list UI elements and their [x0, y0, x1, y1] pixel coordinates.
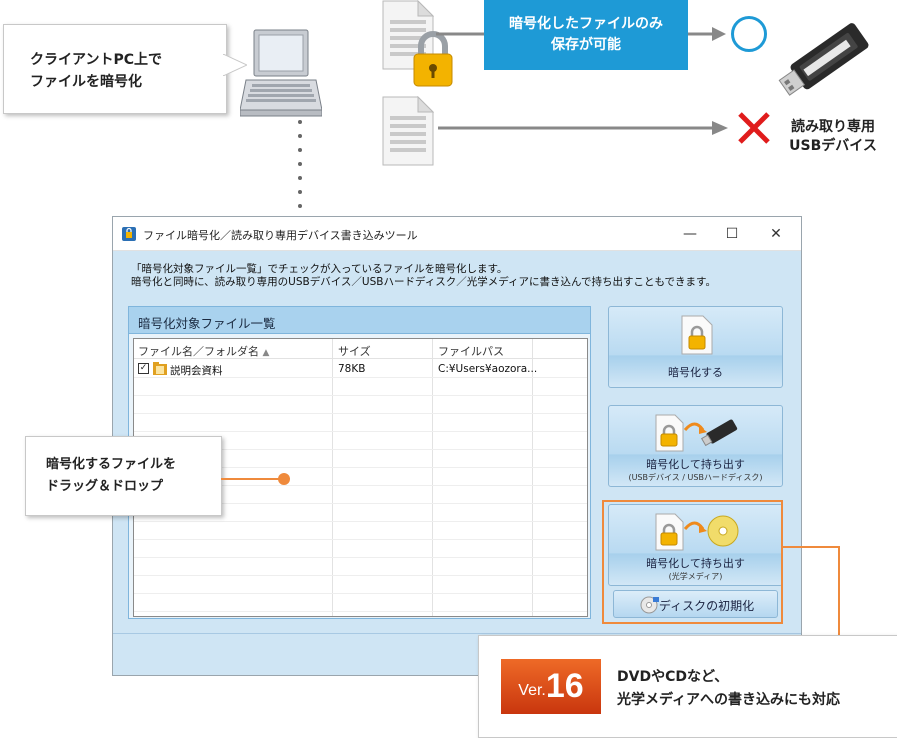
column-header-size[interactable]: サイズ: [338, 345, 371, 358]
version-callout: Ver.16 DVDやCDなど、 光学メディアへの書き込みにも対応: [478, 635, 897, 738]
encrypted-only-note: 暗号化したファイルのみ 保存が可能: [484, 0, 688, 70]
encrypt-button[interactable]: 暗号化する: [608, 306, 783, 388]
app-icon: [122, 227, 136, 241]
table-row-empty: [134, 576, 587, 594]
encrypt-optical-sublabel: (光学メディア): [668, 572, 723, 581]
encrypt-to-disc-icon: [655, 513, 739, 551]
table-row-empty: [134, 414, 587, 432]
denied-cross-icon: [738, 112, 770, 144]
table-header-row: ファイル名／フォルダ名 ▲ サイズ ファイルパス: [134, 339, 587, 359]
callout-tail: [223, 54, 247, 76]
table-row-empty: [134, 486, 587, 504]
version-text: DVDやCDなど、 光学メディアへの書き込みにも対応: [617, 666, 840, 712]
version-number: 16: [545, 667, 584, 705]
encrypt-usb-button[interactable]: 暗号化して持ち出す (USBデバイス / USBハードディスク): [608, 405, 783, 487]
encrypted-file-icon: [681, 315, 713, 355]
close-button[interactable]: ✕: [770, 226, 782, 242]
drag-drop-callout: 暗号化するファイルを ドラッグ＆ドロップ: [25, 436, 222, 516]
description: 「暗号化対象ファイル一覧」でチェックが入っているファイルを暗号化します。 暗号化…: [131, 263, 716, 289]
description-line1: 「暗号化対象ファイル一覧」でチェックが入っているファイルを暗号化します。: [131, 263, 508, 275]
file-size: 78KB: [338, 363, 366, 375]
laptop-icon: [240, 29, 322, 117]
drag-callout-line2: ドラッグ＆ドロップ: [46, 479, 164, 494]
encrypt-to-usb-icon: [655, 414, 738, 452]
table-row-empty: [134, 378, 587, 396]
version-prefix: Ver.: [518, 682, 546, 699]
file-name: 説明会資料: [170, 365, 223, 377]
plain-document-icon: [382, 96, 434, 166]
encrypt-optical-label: 暗号化して持ち出す: [646, 557, 745, 570]
encrypt-button-label: 暗号化する: [668, 366, 723, 379]
encrypt-usb-sublabel: (USBデバイス / USBハードディスク): [628, 473, 763, 482]
sort-asc-icon: ▲: [262, 348, 270, 358]
encrypt-optical-button[interactable]: 暗号化して持ち出す (光学メディア): [608, 504, 783, 586]
encrypted-only-line2: 保存が可能: [551, 37, 621, 53]
pc-callout: クライアントPC上で ファイルを暗号化: [3, 24, 227, 114]
init-disc-button[interactable]: ディスクの初期化: [613, 590, 778, 618]
table-row-empty: [134, 432, 587, 450]
table-row[interactable]: ✓ 説明会資料 78KB C:¥Users¥aozora...: [134, 360, 587, 378]
pc-callout-line2: ファイルを暗号化: [30, 74, 142, 90]
allowed-circle-icon: [731, 16, 767, 52]
table-row-empty: [134, 450, 587, 468]
table-row-empty: [134, 468, 587, 486]
arrow-to-blue-box: [436, 32, 484, 36]
description-line2: 暗号化と同時に、読み取り専用のUSBデバイス／USBハードディスク／光学メディア…: [131, 276, 717, 288]
drag-callout-line1: 暗号化するファイルを: [46, 457, 177, 472]
encrypted-only-line1: 暗号化したファイルのみ: [509, 16, 663, 32]
window-title: ファイル暗号化／読み取り専用デバイス書き込みツール: [143, 229, 418, 242]
usb-label-line2: USBデバイス: [789, 138, 877, 154]
title-bar[interactable]: ファイル暗号化／読み取り専用デバイス書き込みツール — ☐ ✕: [113, 217, 801, 251]
version-line2: 光学メディアへの書き込みにも対応: [617, 692, 841, 708]
table-row-empty: [134, 540, 587, 558]
maximize-button[interactable]: ☐: [725, 226, 739, 242]
disc-icon: [640, 596, 659, 614]
version-connector-line: [783, 546, 840, 637]
pc-callout-line1: クライアントPC上で: [30, 52, 162, 68]
init-disc-label: ディスクの初期化: [658, 599, 755, 613]
version-line1: DVDやCDなど、: [617, 669, 729, 685]
optical-highlight-frame: [602, 500, 783, 624]
folder-icon: [153, 362, 167, 375]
minimize-button[interactable]: —: [683, 226, 697, 242]
arrow-to-cross: [438, 121, 728, 135]
column-header-name[interactable]: ファイル名／フォルダ名 ▲: [138, 345, 270, 358]
table-row-empty: [134, 594, 587, 612]
version-badge: Ver.16: [501, 659, 601, 714]
usb-label: 読み取り専用 USBデバイス: [776, 118, 890, 156]
dotted-connector: [298, 120, 302, 208]
column-header-path[interactable]: ファイルパス: [438, 345, 504, 358]
file-list-title: 暗号化対象ファイル一覧: [129, 307, 590, 334]
usb-label-line1: 読み取り専用: [791, 119, 875, 135]
encrypt-usb-label: 暗号化して持ち出す: [646, 458, 745, 471]
file-checkbox[interactable]: ✓: [138, 363, 149, 374]
table-row-empty: [134, 558, 587, 576]
table-row-empty: [134, 504, 587, 522]
table-row-empty: [134, 522, 587, 540]
file-path: C:¥Users¥aozora...: [438, 363, 538, 375]
drag-connector-line: [221, 473, 290, 485]
table-row-empty: [134, 396, 587, 414]
lock-icon: [413, 31, 453, 87]
arrow-to-ok: [688, 27, 726, 41]
usb-stick-icon: [778, 23, 869, 96]
